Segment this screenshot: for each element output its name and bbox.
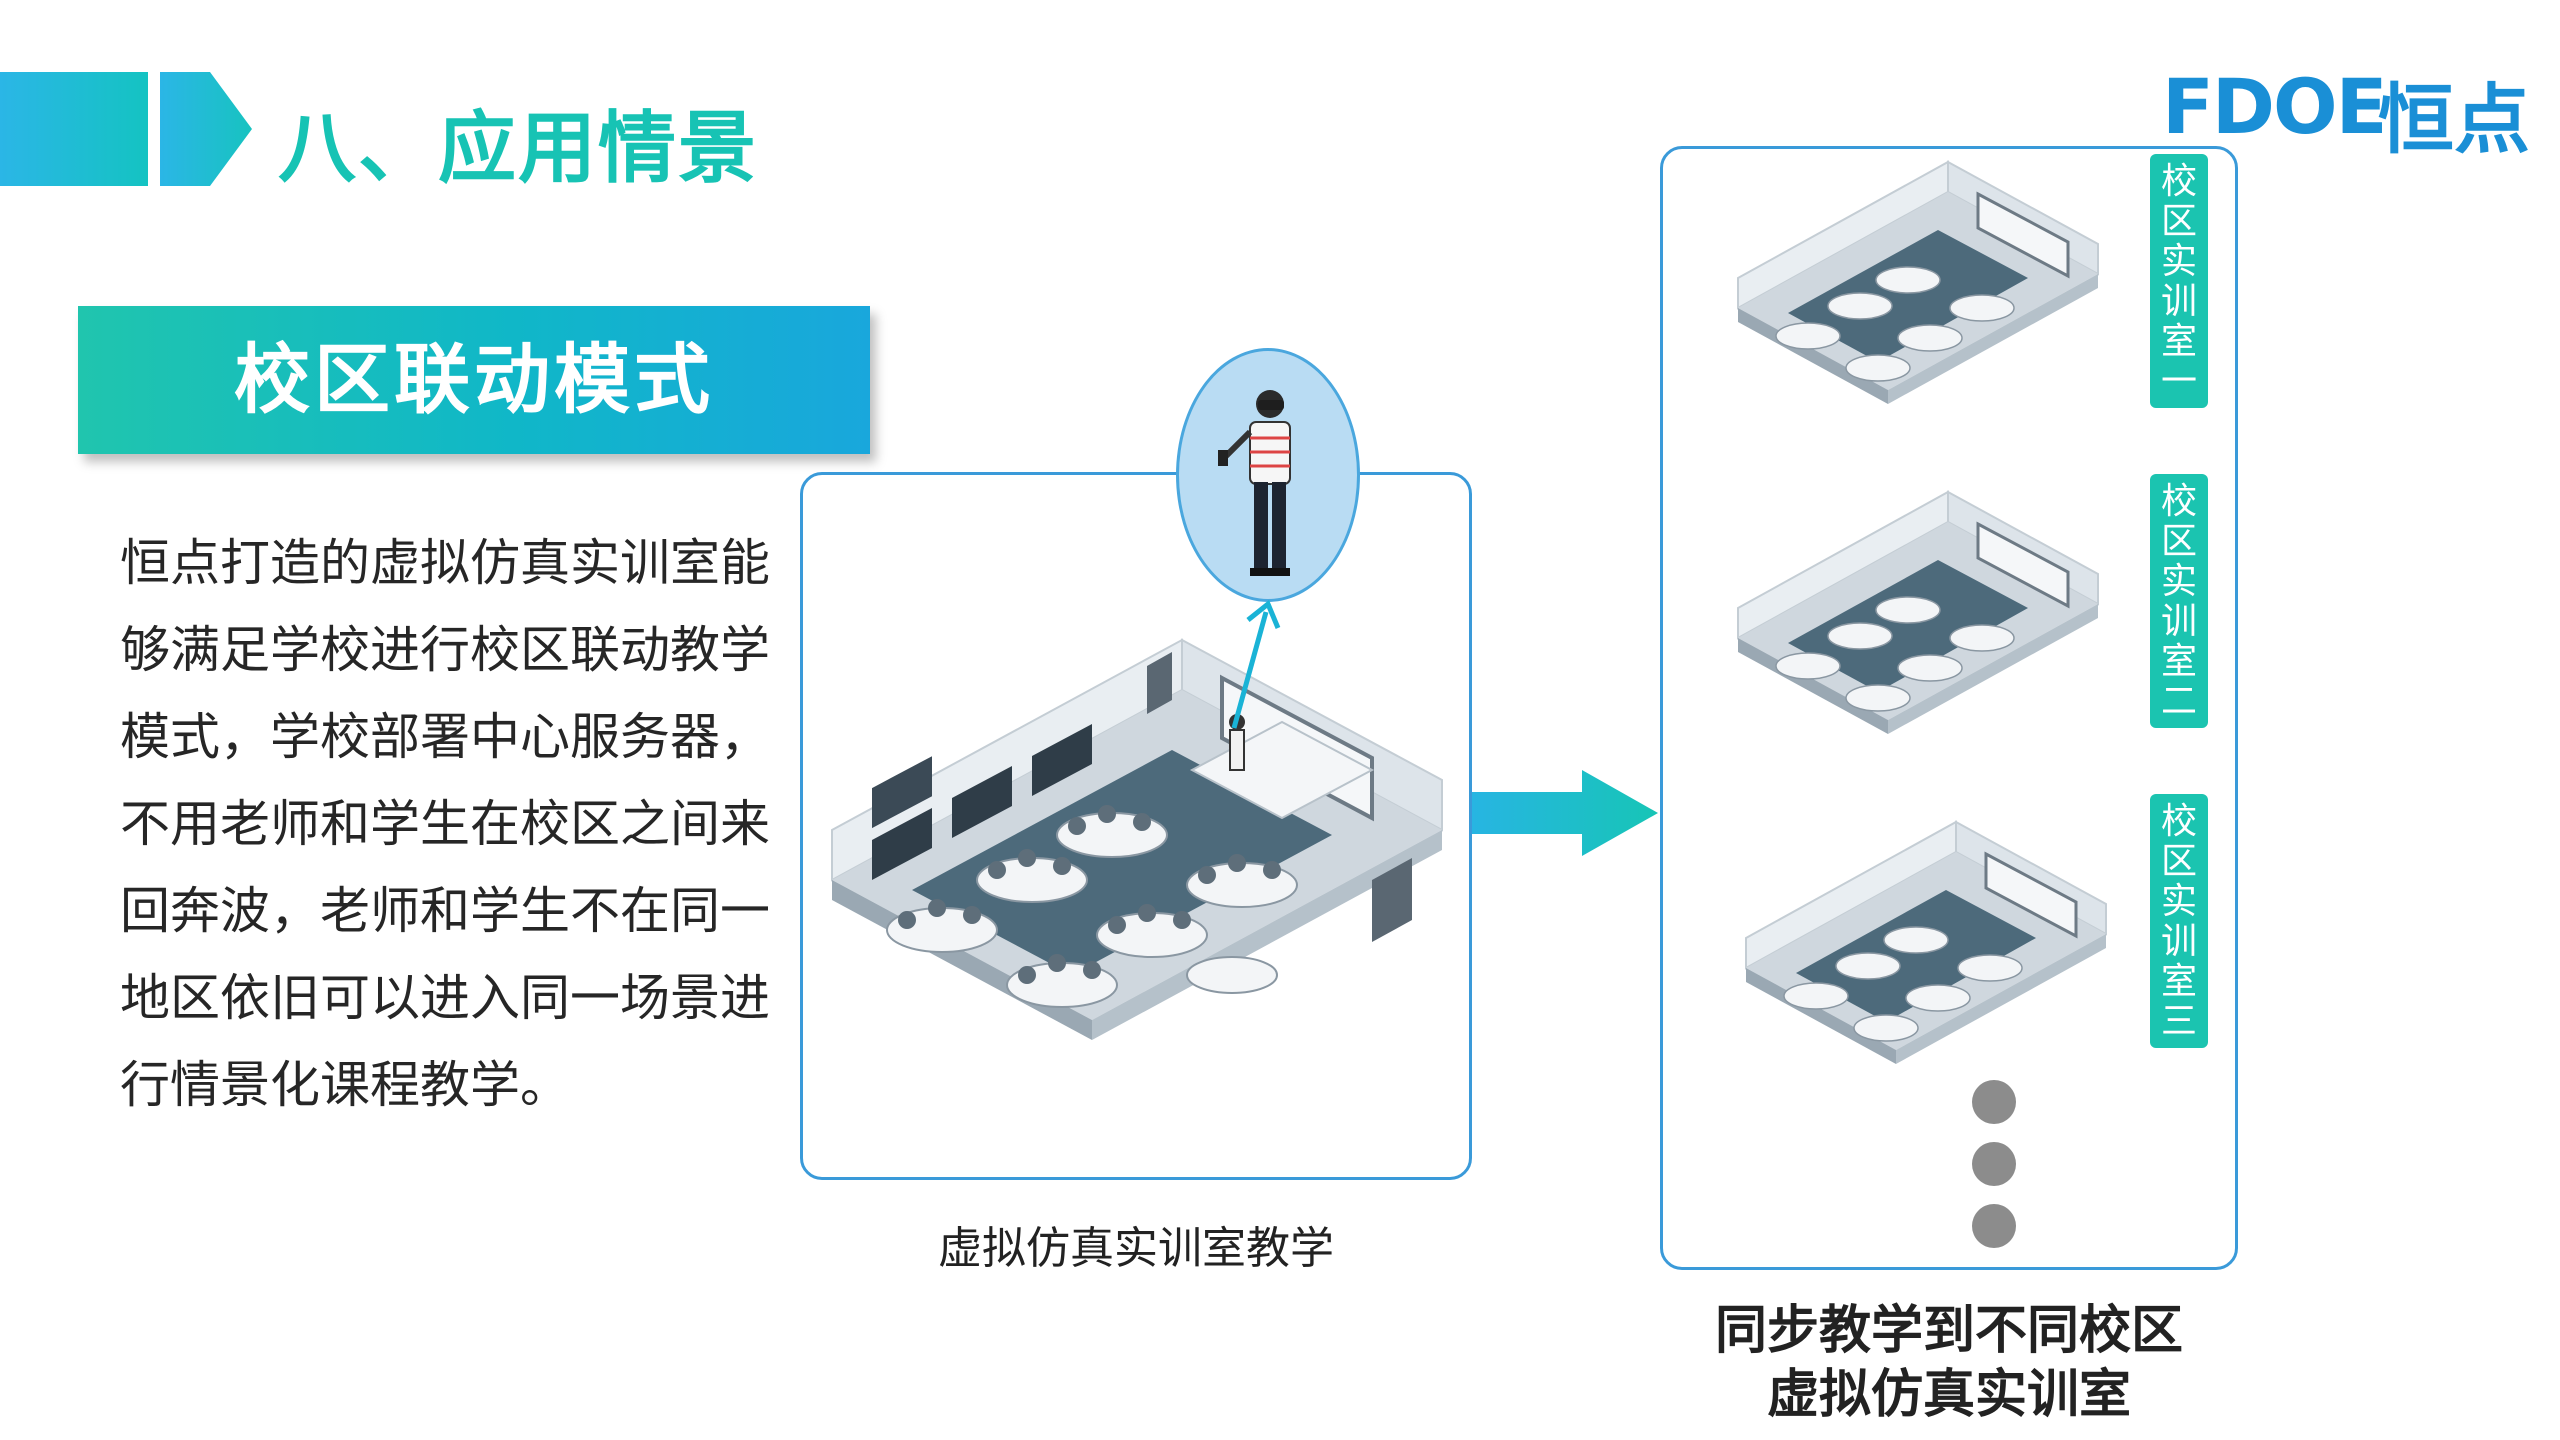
center-caption: 虚拟仿真实训室教学 xyxy=(938,1223,1334,1274)
description-line: 回奔波，老师和学生不在同一 xyxy=(120,882,770,940)
description-line: 恒点打造的虚拟仿真实训室能 xyxy=(120,534,770,592)
page-title: 八、应用情景 xyxy=(278,104,759,194)
mode-banner xyxy=(78,306,870,454)
mode-label: 校区联动模式 xyxy=(234,335,714,424)
description-line: 不用老师和学生在校区之间来 xyxy=(120,795,770,853)
description-line: 行情景化课程教学。 xyxy=(120,1056,570,1114)
more-dot xyxy=(1972,1204,2016,1248)
logo-latin: FDOE xyxy=(2162,62,2388,151)
campus-room-tag-3: 校区实训室三 xyxy=(2150,794,2208,1048)
description-line: 地区依旧可以进入同一场景进 xyxy=(120,969,770,1027)
classroom-illustration xyxy=(831,638,1443,1040)
campus-room-tag-2: 校区实训室二 xyxy=(2150,474,2208,728)
right-caption-line-2: 虚拟仿真实训室 xyxy=(1766,1365,2131,1425)
header-accent-bar xyxy=(0,72,148,186)
vr-user-icon xyxy=(1218,390,1291,576)
logo-chinese: 恒点 xyxy=(2378,75,2530,164)
campus-room-3-illustration xyxy=(1745,820,2107,1064)
arrow-up-icon xyxy=(1231,599,1281,729)
right-caption-line-1: 同步教学到不同校区 xyxy=(1714,1301,2183,1361)
description-line: 模式，学校部署中心服务器， xyxy=(120,708,770,766)
campus-room-tag-1: 校区实训室一 xyxy=(2150,154,2208,408)
header-chevron-icon xyxy=(160,72,252,186)
campus-room-2-illustration xyxy=(1737,490,2099,734)
description-line: 够满足学校进行校区联动教学 xyxy=(120,621,770,679)
more-dot xyxy=(1972,1142,2016,1186)
arrow-right-icon xyxy=(1472,770,1658,856)
description: 恒点打造的虚拟仿真实训室能 够满足学校进行校区联动教学 模式，学校部署中心服务器… xyxy=(120,520,780,1129)
more-dot xyxy=(1972,1080,2016,1124)
campus-room-1-illustration xyxy=(1737,160,2099,404)
